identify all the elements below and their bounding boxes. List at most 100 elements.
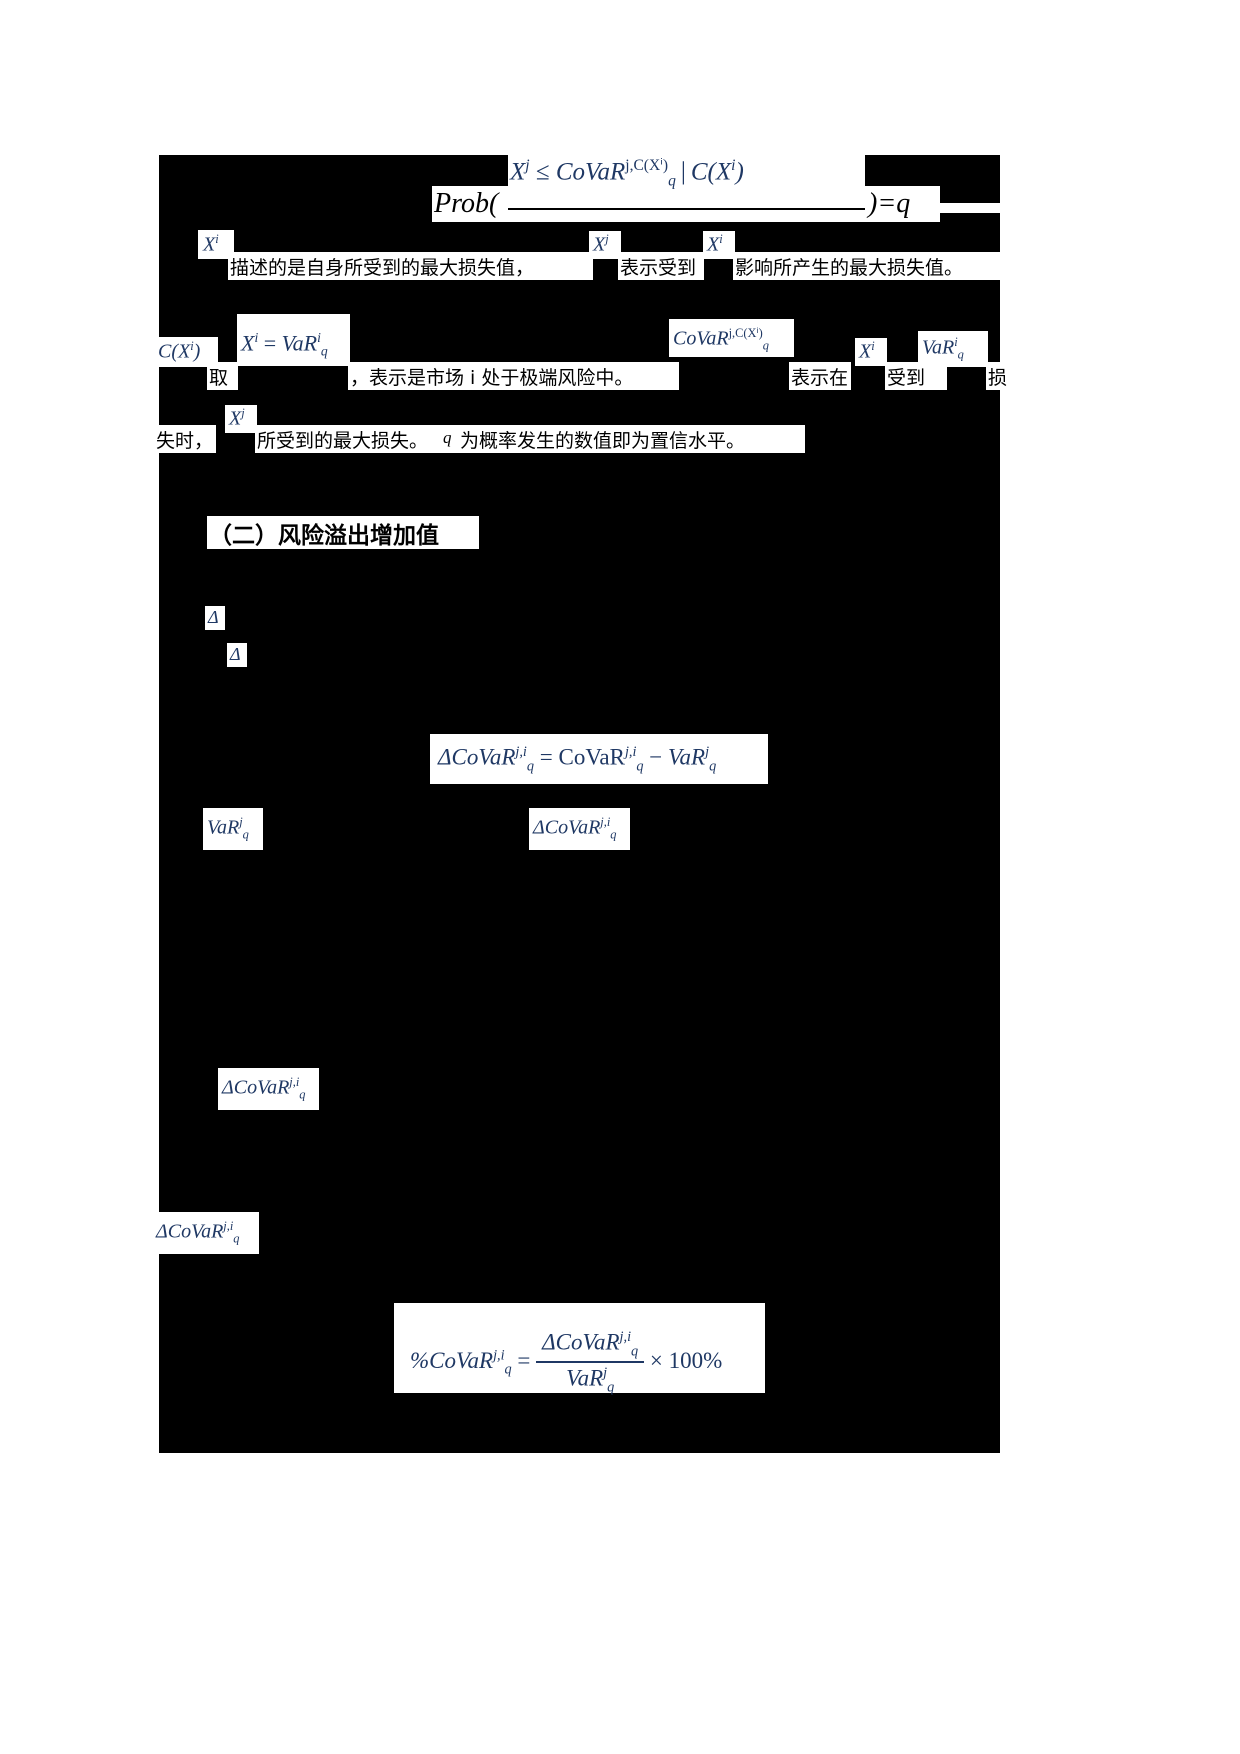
formula-dcd-rhs2: VaR	[668, 744, 706, 770]
formula-prob-covar-sup: j,C(Xⁱ)	[625, 157, 669, 174]
inline-symbol-box-var-i-q: VaRiq	[918, 331, 988, 367]
inline-varjq-sup: j	[239, 815, 243, 829]
inline-variq-base: VaR	[922, 336, 955, 359]
inline-symbol-x-i-1: Xi	[203, 232, 219, 257]
formula-dcd-lhs-sup: j,i	[515, 744, 527, 760]
inline-symbol-delta-1: Δ	[208, 607, 219, 627]
formula-pc-denominator: VaRjq	[560, 1363, 620, 1396]
inline-symbol-x-i-3: Xi	[859, 339, 875, 364]
inline-dcl-base: ΔCoVaR	[222, 1076, 290, 1099]
formula-pc-den-sup: j	[603, 1365, 608, 1382]
inline-x-j-2-sup: j	[241, 406, 245, 420]
paragraph-line2-c: 表示在	[791, 367, 849, 389]
paragraph-line2-d-box: 受到	[885, 362, 947, 390]
inline-symbol-x-i-eq-var: Xi = VaRiq	[241, 330, 328, 360]
inline-x-i-2-base: X	[707, 233, 720, 256]
paragraph-line1-c: 影响所产生的最大损失值。	[735, 257, 964, 279]
inline-varjq-sub: q	[242, 827, 249, 842]
paragraph-line1-a-box: 描述的是自身所受到的最大损失值，	[228, 252, 593, 280]
formula-percent-covar-box: %CoVaRj,iq = ΔCoVaRj,iq VaRjq × 100%	[394, 1303, 765, 1396]
heading-section-two-box: （二）风险溢出增加值	[207, 516, 479, 549]
inline-xieq-eq: =	[263, 330, 277, 356]
inline-xieq-lhs-sup: i	[254, 330, 259, 345]
inline-x-j-1-base: X	[593, 233, 606, 256]
inline-symbol-box-x-i-3: Xi	[855, 338, 887, 366]
paragraph-line3-a: 失时，	[156, 430, 214, 452]
formula-dcd-eq: =	[539, 744, 553, 770]
formula-prob-xj-sup: j	[525, 157, 530, 174]
formula-prob-relation: ≤	[535, 158, 550, 186]
inline-dcm-base: ΔCoVaR	[533, 816, 601, 839]
inline-varjq-base: VaR	[207, 816, 240, 839]
inline-x-i-2-sup: i	[719, 232, 723, 246]
formula-prob-cond-close: )	[735, 158, 744, 186]
inline-symbol-covar-j-cxi: CoVaRj,C(Xⁱ)q	[673, 325, 769, 354]
inline-variq-sup: i	[954, 335, 958, 349]
inline-xieq-lhs: X	[241, 330, 255, 356]
inline-symbol-box-x-i-eq-var: Xi = VaRiq	[237, 314, 350, 366]
formula-prob-covar-sym: CoVaR	[555, 158, 626, 186]
inline-symbol-box-delta-covar-mid: ΔCoVaRj,iq	[529, 808, 630, 850]
formula-prob-covar-sub: q	[668, 172, 676, 190]
formula-dcd-lhs-sub: q	[526, 758, 534, 775]
paragraph-line2-b-box: ，表示是市场 i 处于极端风险中。	[348, 362, 679, 390]
inline-covarjcxi-sup: j,C(Xⁱ)	[728, 326, 763, 340]
paragraph-line1-a: 描述的是自身所受到的最大损失值，	[230, 257, 535, 279]
inline-symbol-var-i-q: VaRiq	[922, 335, 964, 363]
formula-prob-prefix: Prob(	[434, 188, 499, 219]
formula-pc-num-base: ΔCoVaR	[542, 1329, 620, 1355]
inline-covarjcxi-sub: q	[762, 338, 769, 353]
formula-dcd-rhs1: CoVaR	[558, 744, 625, 770]
paragraph-line1-b: 表示受到	[620, 257, 697, 279]
formula-prob-cond: C(X	[690, 158, 732, 186]
paragraph-line2-b: ，表示是市场 i 处于极端风险中。	[350, 367, 634, 389]
inline-xieq-rhs-sub: q	[320, 343, 328, 359]
paragraph-line2-e: 损	[988, 367, 1008, 389]
inline-symbol-x-i-2: Xi	[707, 232, 723, 257]
formula-prob-numerator: Xj ≤ CoVaRj,C(Xⁱ)q|C(Xi)	[510, 156, 744, 190]
formula-pc-den-sub: q	[607, 1379, 615, 1396]
formula-prob-covar-bg	[432, 186, 940, 222]
inline-symbol-box-delta-covar-lower: ΔCoVaRj,iq	[218, 1068, 319, 1110]
formula-pc-eq: =	[517, 1348, 531, 1374]
formula-dcd-rhs1-sub: q	[636, 758, 644, 775]
inline-symbol-box-delta-2: Δ	[227, 643, 247, 667]
inline-dcm-sup: j,i	[600, 815, 611, 829]
inline-symbol-delta-covar-lower: ΔCoVaRj,iq	[222, 1075, 305, 1103]
inline-symbol-delta-covar-mid: ΔCoVaRj,iq	[533, 815, 616, 843]
inline-symbol-box-delta-covar-bottom: ΔCoVaRj,iq	[152, 1212, 259, 1254]
inline-x-i-3-base: X	[859, 340, 872, 363]
inline-variq-sub: q	[957, 347, 964, 362]
inline-dcl-sup: j,i	[289, 1075, 300, 1089]
formula-pc-num-sub: q	[631, 1343, 639, 1360]
inline-c-x-i-sup: i	[190, 339, 194, 353]
formula-prob-xj: X	[510, 158, 526, 186]
paragraph-line3-b: 所受到的最大损失。	[257, 430, 429, 452]
inline-x-i-1-sup: i	[215, 232, 219, 246]
inline-symbol-c-x-i: C(Xi)	[158, 339, 200, 364]
formula-prob-cond-sup: i	[731, 157, 736, 174]
paragraph-line3-q-box: q	[441, 425, 459, 453]
formula-pc-times: × 100%	[649, 1348, 723, 1374]
inline-dcm-sub: q	[610, 827, 617, 842]
inline-symbol-box-covar-j-cxi: CoVaRj,C(Xⁱ)q	[669, 319, 794, 357]
formula-pc-lhs-sup: j,i	[493, 1347, 505, 1364]
formula-prob-covar-bg-upper	[508, 154, 865, 188]
formula-pc-num-sup: j,i	[619, 1329, 632, 1345]
formula-dcd-lhs: ΔCoVaR	[438, 744, 516, 770]
inline-dcb-base: ΔCoVaR	[156, 1220, 224, 1243]
paragraph-line3-a-box: 失时，	[154, 425, 216, 453]
inline-symbol-delta-2: Δ	[230, 644, 241, 664]
inline-x-j-1-sup: j	[605, 232, 609, 246]
formula-dcd-rhs2-sup: j	[705, 744, 710, 760]
formula-delta-covar-def-box: ΔCoVaRj,iq = CoVaRj,iq − VaRjq	[430, 734, 768, 784]
paragraph-line2-a: 取	[209, 367, 229, 389]
formula-prob-covar: Prob( Xj ≤ CoVaRj,C(Xⁱ)q|C(Xi) )=q	[432, 154, 940, 222]
paragraph-line2-e-box: 损	[986, 362, 1016, 390]
formula-pc-fraction: ΔCoVaRj,iq VaRjq	[536, 1329, 645, 1397]
inline-x-j-2-base: X	[229, 407, 242, 430]
formula-dcd-minus: −	[649, 744, 663, 770]
formula-dcd-rhs1-sup: j,i	[624, 744, 637, 760]
inline-dcb-sub: q	[233, 1231, 240, 1246]
